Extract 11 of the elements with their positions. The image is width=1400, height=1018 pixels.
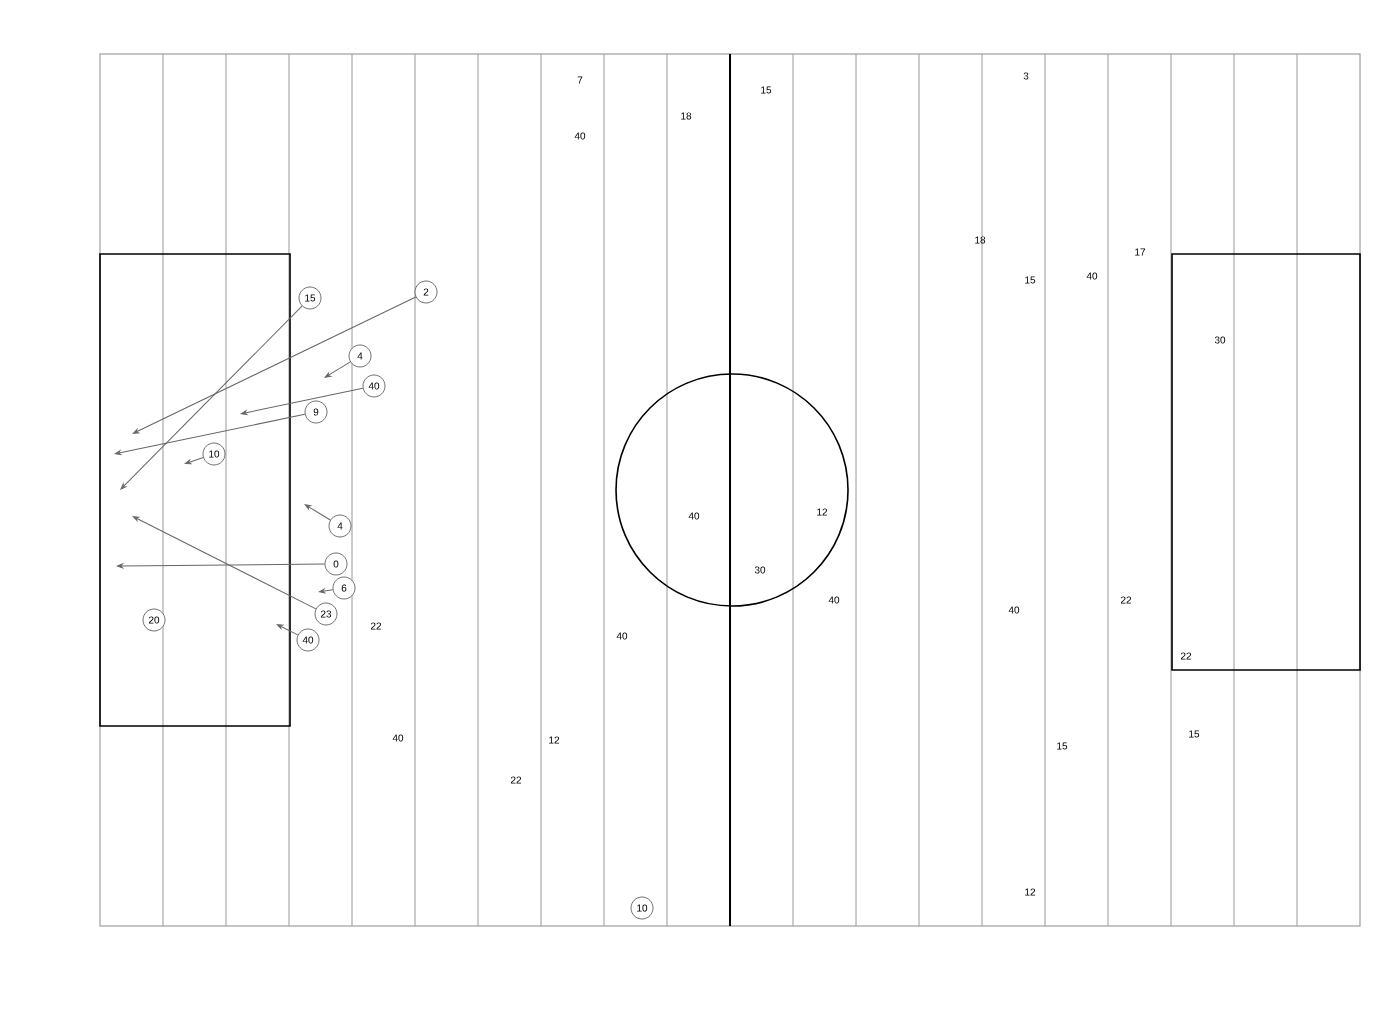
arrow <box>318 588 334 594</box>
arrow <box>116 563 326 569</box>
arrow <box>276 624 299 636</box>
arrow <box>114 413 306 456</box>
arrow <box>184 457 204 465</box>
arrow <box>304 504 331 521</box>
arrow <box>120 305 303 490</box>
arrow <box>132 516 317 610</box>
arrow <box>240 387 364 415</box>
arrow <box>132 296 417 434</box>
arrow <box>324 361 351 378</box>
